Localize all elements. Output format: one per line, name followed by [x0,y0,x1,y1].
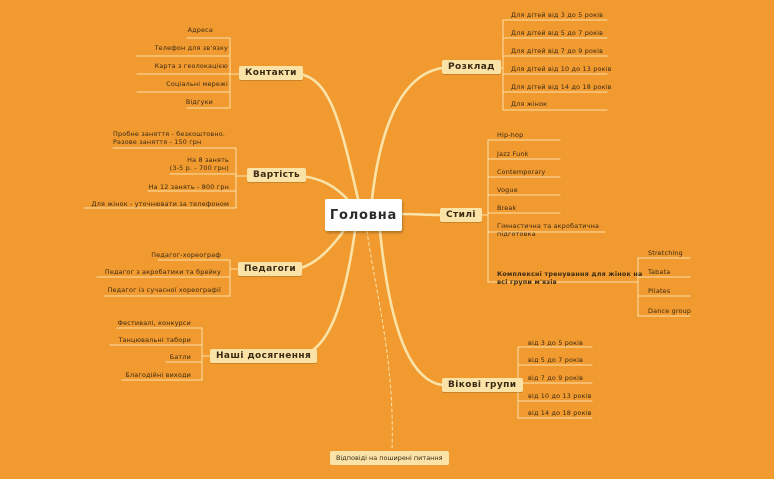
leaf-price-8[interactable]: На 8 занять (3-5 р. - 700 грн) [169,156,229,172]
branch-achievements[interactable]: Наші досягнення [210,349,318,363]
leaf-ages-3-5[interactable]: від 3 до 5 років [528,339,584,347]
leaf-styles-gymnastics[interactable]: Гімнастична та акробатична підготовка [497,222,600,238]
leaf-schedule-5-7[interactable]: Для дітей від 5 до 7 років [511,29,604,37]
leaf-achievements-battles[interactable]: Батли [169,353,191,361]
leaf-schedule-14-18[interactable]: Для дітей від 14 до 18 років [511,83,612,91]
leaf-styles-hiphop[interactable]: Hip-hop [497,131,524,139]
leaf-achievements-charity[interactable]: Благодійні виходи [125,371,191,379]
branch-ages[interactable]: Вікові групи [442,378,523,392]
leaf-contacts-map[interactable]: Карта з геолокацією [154,62,228,70]
leaf-contacts-social[interactable]: Соціальні мережі [166,80,228,88]
leaf-styles-jazzfunk[interactable]: Jazz Funk [497,150,529,158]
leaf-ages-10-13[interactable]: від 10 до 13 років [528,392,592,400]
leaf-styles-stretching[interactable]: Stretching [648,249,683,257]
leaf-contacts-reviews[interactable]: Відгуки [185,98,213,106]
leaf-contacts-address[interactable]: Адреса [187,26,213,34]
leaf-styles-dancegroup[interactable]: Dance group [648,307,692,315]
leaf-teachers-choreographer[interactable]: Педагог-хореограф [151,251,221,259]
floating-topic-faq[interactable]: Відповіді на поширені питання [330,451,449,465]
leaf-styles-complex[interactable]: Комплексні тренування для жінок на всі г… [497,270,643,286]
leaf-styles-break[interactable]: Break [497,204,517,212]
leaf-schedule-7-9[interactable]: Для дітей від 7 до 9 років [511,47,604,55]
leaf-schedule-10-13[interactable]: Для дітей від 10 до 13 років [511,65,612,73]
leaf-styles-tabata[interactable]: Tabata [648,268,671,276]
branch-price[interactable]: Вартість [247,168,307,182]
leaf-price-trial[interactable]: Пробне заняття - безкоштовно. Разове зан… [113,130,226,146]
leaf-teachers-acrobatics[interactable]: Педагог з акробатики та брейку [104,268,221,276]
leaf-contacts-phone[interactable]: Телефон для зв'язку [154,44,228,52]
leaf-styles-contemporary[interactable]: Contemporary [497,168,546,176]
leaf-styles-vogue[interactable]: Vogue [497,186,518,194]
leaf-schedule-women[interactable]: Для жінок [511,100,548,108]
branch-schedule[interactable]: Розклад [442,60,501,74]
leaf-ages-14-18[interactable]: від 14 до 18 років [528,409,592,417]
leaf-achievements-festivals[interactable]: Фестивалі, конкурси [117,319,191,327]
leaf-styles-pilates[interactable]: Pilates [648,287,671,295]
leaf-ages-5-7[interactable]: від 5 до 7 років [528,356,584,364]
branch-contacts[interactable]: Контакти [239,66,303,80]
leaf-price-12[interactable]: На 12 занять - 800 грн [148,183,229,191]
branch-teachers[interactable]: Педагоги [238,262,303,276]
central-topic[interactable]: Головна [325,199,402,231]
branch-styles[interactable]: Стилі [440,208,482,222]
leaf-ages-7-9[interactable]: від 7 до 9 років [528,374,584,382]
leaf-teachers-modern[interactable]: Педагог із сучасної хореографії [107,286,221,294]
leaf-schedule-3-5[interactable]: Для дітей від 3 до 5 років [511,11,604,19]
leaf-achievements-camps[interactable]: Танцювальні табори [118,336,191,344]
leaf-price-women[interactable]: Для жінок - уточнювати за телефоном [91,200,229,208]
